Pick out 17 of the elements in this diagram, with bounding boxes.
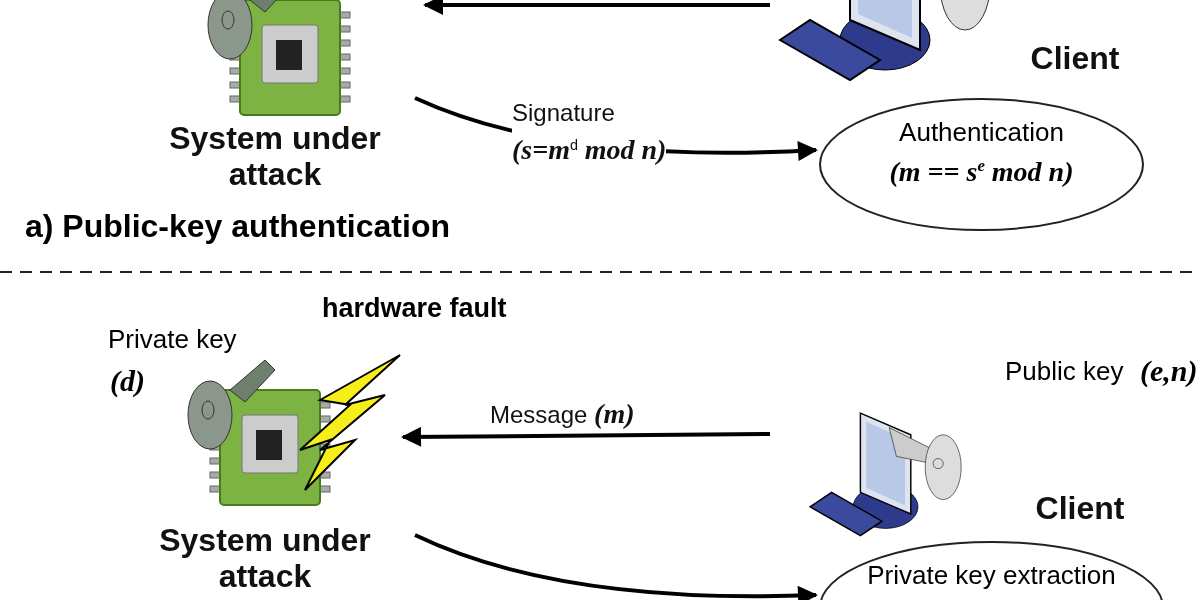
node-label: System under attack [168, 120, 382, 192]
key-caption: Private key [108, 324, 237, 355]
formula-text: (m == s$^{e}$ mod n) [889, 155, 1074, 190]
fault-label: hardware fault [322, 293, 507, 324]
arrow [423, 0, 770, 15]
arrow [401, 426, 770, 447]
node-label: Client [1029, 40, 1121, 76]
node-text: Authentication [899, 116, 1064, 149]
node-label: Client [1034, 490, 1126, 526]
node-text: Private key extraction [867, 559, 1116, 592]
arrow [414, 533, 818, 600]
figure-caption: a) Public-key authentication [25, 208, 450, 245]
node-label: System under attack [158, 522, 372, 594]
key-variable: (e,n) [1140, 354, 1198, 388]
key-caption: Public key [1005, 356, 1124, 387]
ellipse-node [818, 97, 1145, 232]
key-variable: (d) [110, 364, 145, 398]
